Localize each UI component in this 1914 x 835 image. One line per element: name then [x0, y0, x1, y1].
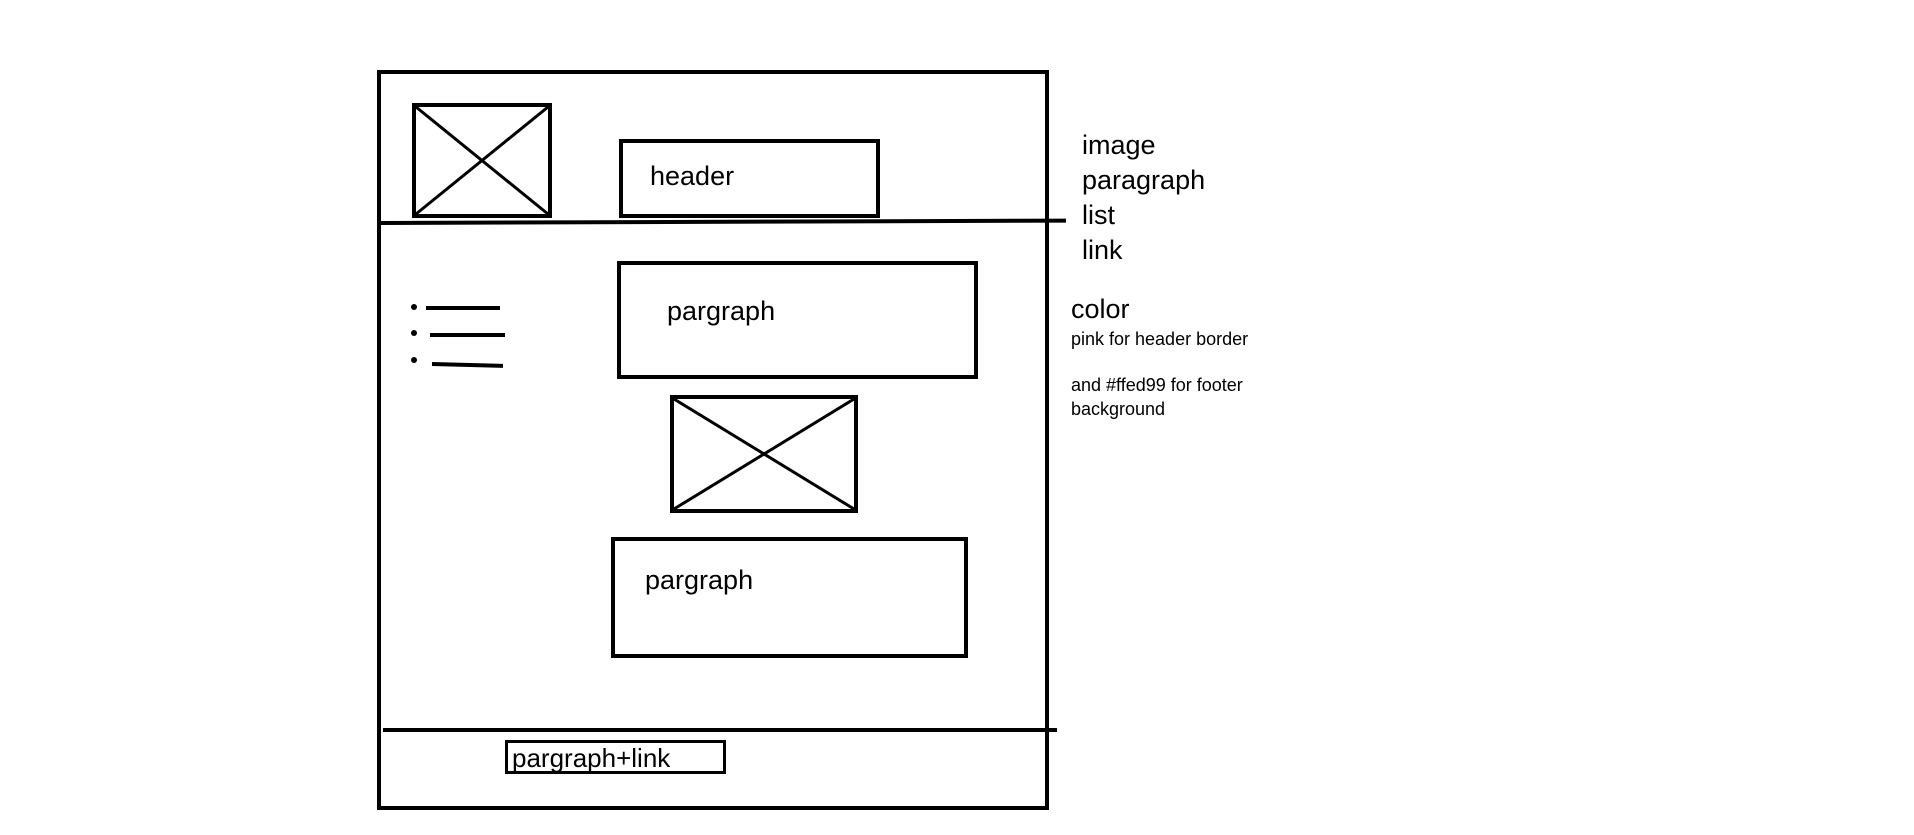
footer-box-label: pargraph+link: [512, 743, 671, 773]
header-box: header: [619, 139, 880, 218]
paragraph-box-label: pargraph: [645, 565, 754, 595]
note-link: link: [1082, 235, 1123, 265]
list-bullet: [411, 330, 417, 336]
note-paragraph: paragraph: [1082, 165, 1206, 195]
note-list: list: [1082, 200, 1115, 230]
content-image-placeholder: [670, 395, 858, 513]
note-color-line: background: [1071, 399, 1166, 419]
note-color-line: pink for header border: [1071, 329, 1249, 349]
footer-box: pargraph+link: [505, 740, 726, 774]
list-bullet: [411, 304, 417, 310]
header-box-label: header: [650, 161, 735, 191]
image-placeholder-icon: [674, 399, 854, 509]
paragraph-box-1: pargraph: [617, 261, 978, 379]
list-bullet: [411, 357, 417, 363]
paragraph-box-2: pargraph: [611, 537, 968, 658]
header-image-placeholder: [412, 103, 552, 218]
wireframe-page-frame: [377, 70, 1049, 810]
note-color-line: and #ffed99 for footer: [1071, 375, 1243, 395]
paragraph-box-label: pargraph: [667, 296, 776, 326]
note-color-heading: color: [1071, 294, 1130, 324]
image-placeholder-icon: [416, 107, 548, 214]
footer-divider-line: [383, 728, 1057, 732]
list-item-line: [426, 306, 500, 310]
list-item-line: [430, 333, 505, 337]
note-image: image: [1082, 130, 1156, 160]
